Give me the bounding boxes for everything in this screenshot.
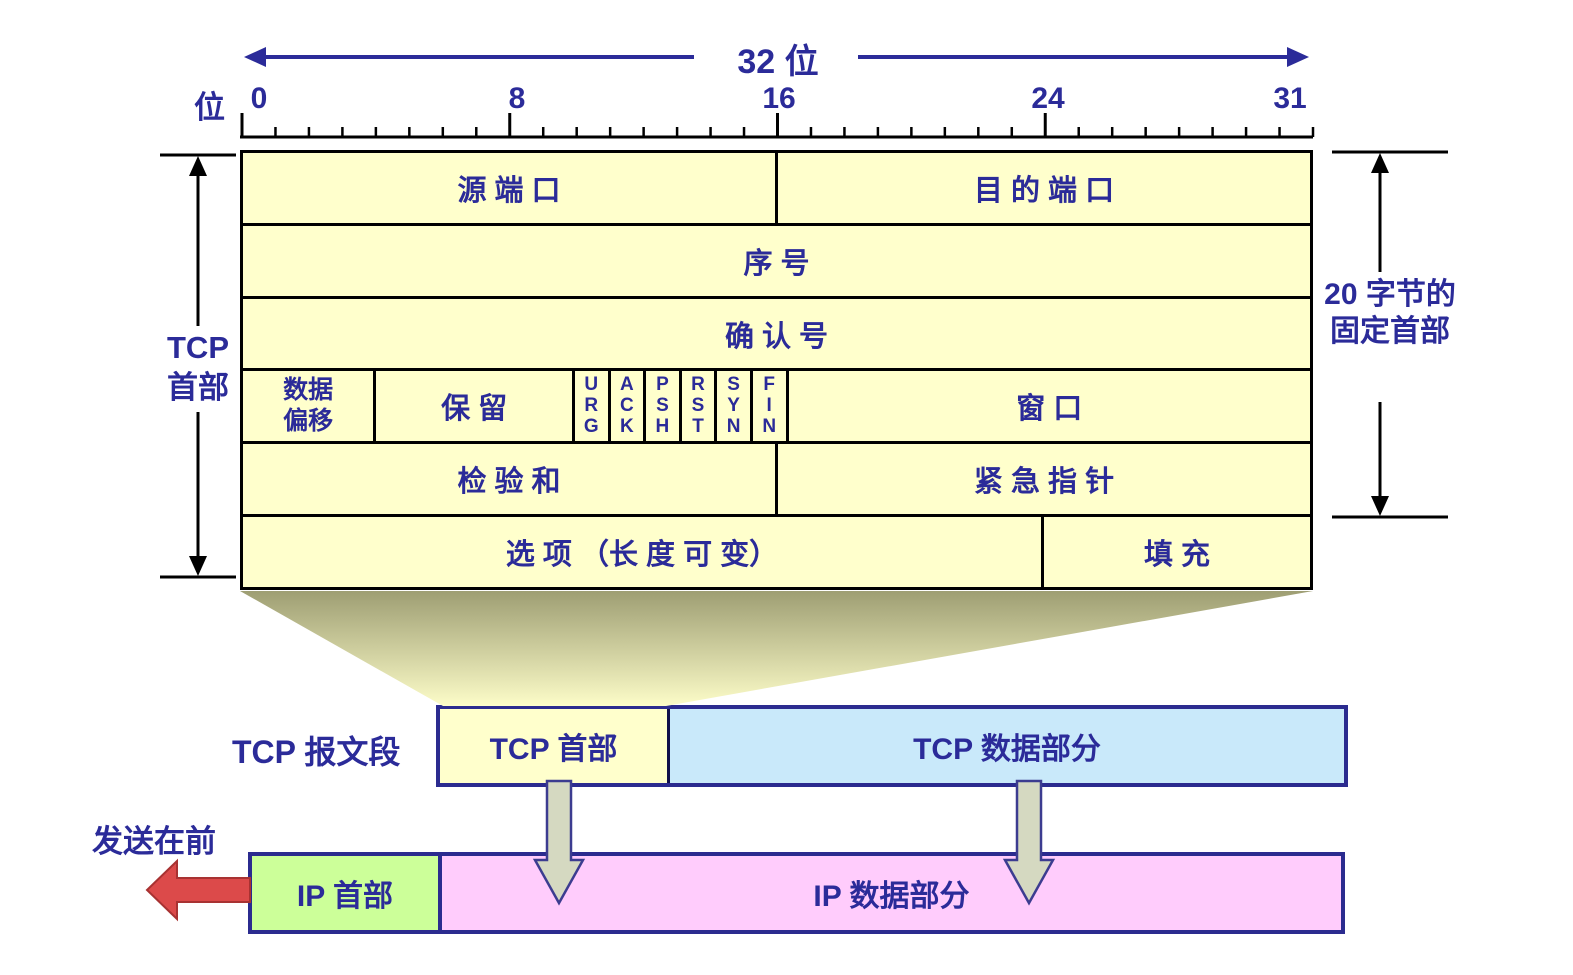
flag-urg: U R G: [575, 371, 611, 442]
tcp-header-extent-arrowhead-down: [189, 556, 207, 576]
field-ack-number: 确 认 号: [724, 320, 829, 353]
flag-rst: R S T: [682, 371, 718, 442]
table-row-flags: 数据 偏移 保 留 U R G A C K P S H R S T S Y N …: [243, 371, 1310, 445]
tick-label-31: 31: [1273, 82, 1307, 115]
field-checksum: 检 验 和: [243, 444, 778, 515]
field-data-offset: 数据 偏移: [243, 371, 377, 442]
tick-label-8: 8: [508, 82, 526, 115]
field-source-port: 源 端 口: [243, 153, 778, 223]
bit-unit-label: 位: [194, 90, 225, 125]
flag-psh: P S H: [646, 371, 682, 442]
table-row-checksum: 检 验 和 紧 急 指 针: [243, 444, 1310, 518]
ip-datagram-box: IP 首部 IP 数据部分: [248, 852, 1345, 934]
tcp-header-table: 源 端 口 目 的 端 口 序 号 确 认 号 数据 偏移 保 留 U R G …: [240, 150, 1313, 590]
ip-data-cell: IP 数据部分: [442, 856, 1341, 930]
fixed-header-extent-arrowhead-down: [1371, 496, 1389, 516]
bit-width-arrowhead-left: [244, 47, 266, 67]
fixed-header-extent-arrowhead-up: [1371, 153, 1389, 173]
tcp-segment-data-cell: TCP 数据部分: [670, 709, 1344, 783]
send-direction-label: 发送在前: [92, 824, 216, 859]
flag-fin: F I N: [753, 371, 789, 442]
field-urgent-pointer: 紧 急 指 针: [973, 466, 1115, 499]
tick-label-24: 24: [1031, 82, 1065, 115]
table-row-acknowledgment: 确 认 号: [243, 299, 1310, 372]
send-direction-arrow-icon: [145, 858, 251, 922]
bit-width-arrowhead-right: [1287, 47, 1309, 67]
field-window: 窗 口: [1016, 393, 1083, 426]
field-options: 选 项 （长 度 可 变）: [243, 517, 1044, 587]
ip-header-cell: IP 首部: [252, 856, 442, 930]
table-row-ports: 源 端 口 目 的 端 口: [243, 153, 1310, 226]
flag-ack: A C K: [611, 371, 647, 442]
tcp-header-extent-arrowhead-up: [189, 156, 207, 176]
field-reserved: 保 留: [376, 371, 575, 442]
tcp-header-extent-label: TCP 首部: [167, 330, 229, 405]
table-row-options: 选 项 （长 度 可 变） 填 充: [243, 517, 1310, 587]
field-sequence-number: 序 号: [743, 247, 810, 280]
table-row-sequence: 序 号: [243, 226, 1310, 299]
tick-label-16: 16: [762, 82, 796, 115]
bit-width-label: 32 位: [737, 43, 819, 81]
field-dest-port: 目 的 端 口: [973, 174, 1115, 207]
tick-label-0: 0: [250, 82, 268, 115]
field-padding: 填 充: [1143, 539, 1211, 572]
tcp-segment-header-cell: TCP 首部: [440, 709, 670, 783]
tcp-segment-label: TCP 报文段: [232, 734, 401, 770]
flag-syn: S Y N: [717, 371, 753, 442]
ruler-ticks: [240, 113, 1315, 137]
tcp-segment-box: TCP 首部 TCP 数据部分: [436, 705, 1348, 787]
funnel-shape: [240, 591, 1313, 706]
fixed-header-extent-label: 20 字节的 固定首部: [1324, 278, 1456, 348]
